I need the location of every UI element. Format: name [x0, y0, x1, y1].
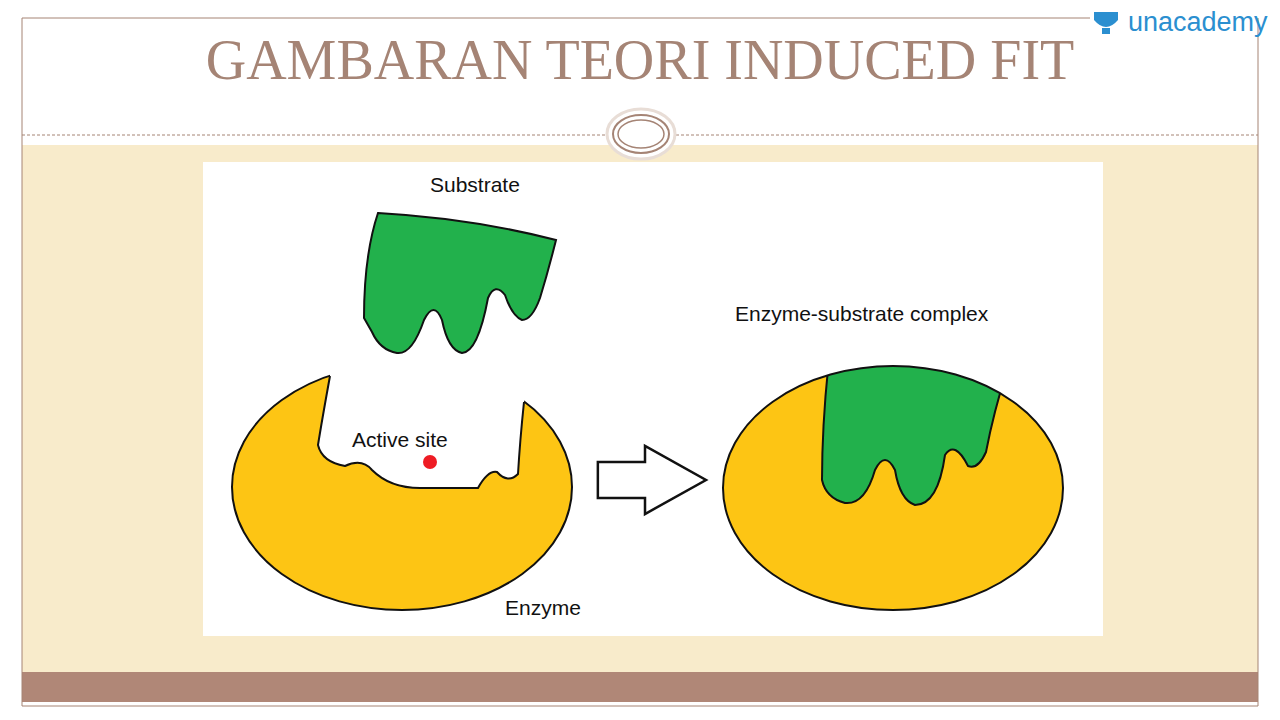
enzyme-node: Active siteEnzyme [230, 360, 585, 625]
active-site-cavity [318, 348, 534, 488]
ornament [618, 120, 664, 148]
block-arrow [598, 446, 706, 514]
complex-label: Enzyme-substrate complex [735, 302, 988, 325]
active-site-outline [318, 376, 524, 488]
frame-line [1258, 18, 1259, 706]
substrate-shape [364, 213, 556, 353]
image-panel [203, 162, 1103, 636]
frame-line [22, 18, 1090, 19]
logo-icon [1094, 12, 1118, 27]
dotted-rule [22, 135, 606, 136]
frame-line [22, 706, 1258, 707]
complex-substrate-shape [822, 350, 1010, 505]
pointer-dot [423, 455, 437, 469]
frame-line [22, 18, 23, 706]
complex-node: Enzyme-substrate complex [720, 298, 1070, 614]
substrate-label: Substrate [430, 173, 520, 196]
logo-icon [1102, 28, 1110, 34]
logo-text: unacademy [1128, 8, 1268, 38]
beige-panel [22, 145, 1258, 672]
ornament [607, 109, 675, 159]
active-site-label: Active site [352, 428, 448, 451]
dotted-rule [676, 135, 1258, 136]
slide-title: GAMBARAN TEORI INDUCED FIT [0, 30, 1280, 92]
substrate-node: Substrate [355, 170, 560, 360]
bottom-band [22, 672, 1258, 702]
complex-outline [723, 366, 1063, 610]
enzyme-label: Enzyme [505, 596, 581, 619]
ornament [613, 115, 669, 153]
